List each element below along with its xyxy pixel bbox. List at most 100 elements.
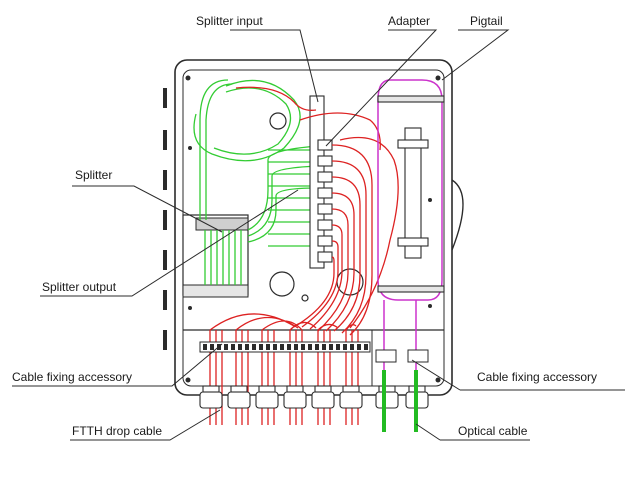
drop-fiber — [339, 136, 399, 329]
cable-gland — [255, 391, 279, 409]
tray-clip — [397, 139, 429, 149]
drop-fiber — [325, 192, 355, 332]
adapter — [317, 187, 333, 199]
leader-splitter — [72, 185, 223, 233]
fixing-tooth — [329, 344, 333, 350]
fixing-tooth — [301, 344, 305, 350]
fixing-tooth — [252, 344, 256, 350]
screw — [435, 377, 441, 383]
fixing-tooth — [238, 344, 242, 350]
fixing-tooth — [315, 344, 319, 350]
splitter-base — [182, 284, 249, 298]
fiber-loop — [205, 83, 233, 220]
gland-nut — [202, 385, 220, 393]
gland-nut — [258, 385, 276, 393]
label-pigtail: Pigtail — [470, 14, 503, 28]
splitter-input-fiber — [235, 86, 317, 111]
adapter — [317, 219, 333, 231]
adapter — [317, 235, 333, 247]
drop-fiber — [309, 224, 343, 330]
cable-gland — [283, 391, 307, 409]
cable-fixing-rail — [199, 341, 429, 363]
splitter-block — [182, 214, 249, 298]
screw — [185, 377, 191, 383]
adapter — [317, 251, 333, 263]
cable-gland — [311, 391, 335, 409]
splitter-output-route — [247, 145, 319, 231]
fixing-tooth — [266, 344, 270, 350]
splitter-output-route — [247, 187, 319, 243]
leader-adapter — [325, 29, 438, 147]
green-fibers — [193, 79, 319, 285]
splitter-output-route — [268, 149, 316, 247]
fixing-tooth — [273, 344, 277, 350]
fixing-tooth — [322, 344, 326, 350]
splitter-clip — [195, 217, 249, 231]
gland-nut — [286, 385, 304, 393]
fixing-tooth — [259, 344, 263, 350]
adapter — [317, 203, 333, 215]
red-fibers — [209, 86, 399, 425]
leader-cable-fixing-left — [12, 343, 223, 387]
fixing-tooth — [210, 344, 214, 350]
leader-optical — [415, 423, 530, 441]
drop-fiber-fan — [209, 313, 357, 331]
pigtail-loop — [377, 79, 443, 301]
fixing-tooth — [336, 344, 340, 350]
tray-clip — [397, 237, 429, 247]
label-cable-fixing-left: Cable fixing accessory — [12, 370, 133, 384]
fixing-tooth — [245, 344, 249, 350]
fixing-tooth — [203, 344, 207, 350]
enclosure-right-notch — [451, 179, 464, 251]
fixing-tooth — [364, 344, 368, 350]
label-adapter: Adapter — [388, 14, 431, 28]
drop-fiber — [331, 176, 361, 332]
hole — [269, 112, 287, 130]
cable-gland — [339, 391, 363, 409]
splitter-output-fibers — [204, 230, 242, 285]
label-ftth-drop-cable: FTTH drop cable — [72, 424, 163, 438]
screw — [435, 75, 441, 81]
fixing-tooth — [280, 344, 284, 350]
leader-cable-fixing-right — [411, 359, 625, 391]
fixing-tooth — [350, 344, 354, 350]
cable-gland — [227, 391, 251, 409]
hole — [301, 294, 309, 302]
cable-gland — [375, 391, 399, 409]
drop-fiber — [331, 160, 367, 334]
fixing-tooth — [224, 344, 228, 350]
fixing-rail — [199, 341, 371, 353]
gland-nut — [314, 385, 332, 393]
fiber-loop — [193, 79, 301, 162]
gland-nut — [378, 385, 396, 393]
gland-nut — [230, 385, 248, 393]
leader-splitter-input — [230, 29, 319, 103]
tray-bar — [404, 127, 422, 259]
leader-lines — [12, 29, 625, 441]
drop-fiber — [299, 112, 381, 151]
drop-fiber — [331, 144, 373, 336]
label-cable-fixing-right: Cable fixing accessory — [477, 370, 598, 384]
fixing-tooth — [294, 344, 298, 350]
leader-splitter-output — [40, 189, 299, 297]
screw — [428, 304, 432, 308]
screw — [188, 146, 192, 150]
fixing-tooth — [343, 344, 347, 350]
hole — [269, 271, 295, 297]
adapter — [317, 155, 333, 167]
drop-fiber — [317, 208, 349, 332]
adapter-panel — [309, 95, 333, 269]
drop-fiber — [301, 240, 339, 328]
label-splitter-input: Splitter input — [196, 14, 263, 28]
fixing-tooth — [308, 344, 312, 350]
optical-cable-lines — [382, 370, 418, 432]
gland-nut — [342, 385, 360, 393]
drop-fiber — [293, 256, 335, 328]
screw — [188, 306, 192, 310]
screw — [185, 75, 191, 81]
fiber-loop — [199, 79, 229, 220]
tray-bracket — [377, 285, 445, 293]
cable-gland — [199, 391, 223, 409]
fiber-loop — [213, 87, 292, 155]
label-splitter: Splitter — [75, 168, 113, 182]
